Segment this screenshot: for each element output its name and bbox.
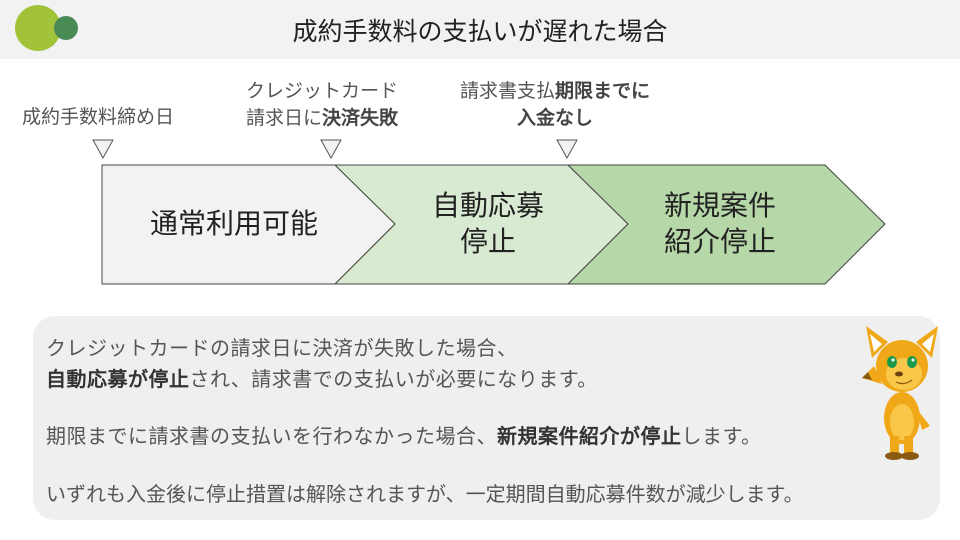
note-bold: 新規案件紹介 [497, 424, 620, 448]
note-line-3: 期限までに請求書の支払いを行わなかった場合、新規案件紹介が停止します。 [46, 420, 762, 449]
milestone-text: 請求日に [246, 107, 323, 129]
stage-text: 自動応募 [432, 189, 545, 222]
milestone-text-bold: 決済失敗 [322, 107, 399, 129]
stage-text: 停止 [460, 225, 517, 258]
note-bold: 停止 [640, 424, 682, 448]
marker-triangle-icon [92, 139, 114, 159]
note-line-4: いずれも入金後に停止措置は解除されますが、一定期間自動応募件数が減少します。 [46, 482, 804, 506]
stage-auto-apply-stop-label: 自動応募停止 [432, 188, 544, 260]
note-bold: 自動応募 [46, 367, 128, 391]
marker-triangle-icon [556, 139, 578, 159]
stage-text: 紹介停止 [664, 225, 777, 258]
note-text: します。 [681, 424, 762, 448]
milestone-text-bold: 入金なし [517, 107, 594, 129]
milestone-text: 請求書支払 [460, 80, 556, 102]
milestone-invoice-unpaid: 請求書支払期限までに入金なし [460, 78, 650, 132]
page-title: 成約手数料の支払いが遅れた場合 [292, 17, 668, 46]
note-bold: が [128, 367, 149, 391]
stage-normal-label: 通常利用可能 [150, 206, 318, 242]
note-text: され、請求書での支払いが必要になります。 [189, 367, 598, 391]
note-line-1: クレジットカードの請求日に決済が失敗した場合、 [46, 336, 518, 360]
note-text: 期限までに請求書の支払いを行わなかった場合、 [46, 424, 497, 448]
marker-triangle-icon [320, 139, 342, 159]
note-line-2: 自動応募が停止され、請求書での支払いが必要になります。 [46, 363, 598, 392]
milestone-card-failure: クレジットカード請求日に決済失敗 [246, 78, 398, 132]
milestone-closing-date: 成約手数料締め日 [22, 104, 174, 131]
note-bold: 停止 [148, 367, 190, 391]
stage-new-project-stop-label: 新規案件紹介停止 [664, 188, 776, 260]
header-bar: 成約手数料の支払いが遅れた場合 [0, 0, 960, 59]
milestone-text: 成約手数料締め日 [22, 106, 175, 128]
stage-new-project-stop-shape [566, 164, 886, 285]
logo-icon [15, 5, 78, 51]
milestone-text: クレジットカード [246, 80, 399, 102]
explanation-box [33, 316, 940, 520]
milestone-text-bold: 期限までに [555, 80, 651, 102]
deer-mascot-icon [862, 326, 938, 460]
stage-text: 通常利用可能 [150, 207, 319, 240]
stage-flow [101, 164, 886, 285]
note-bold: が [620, 424, 641, 448]
stage-text: 新規案件 [664, 189, 777, 222]
